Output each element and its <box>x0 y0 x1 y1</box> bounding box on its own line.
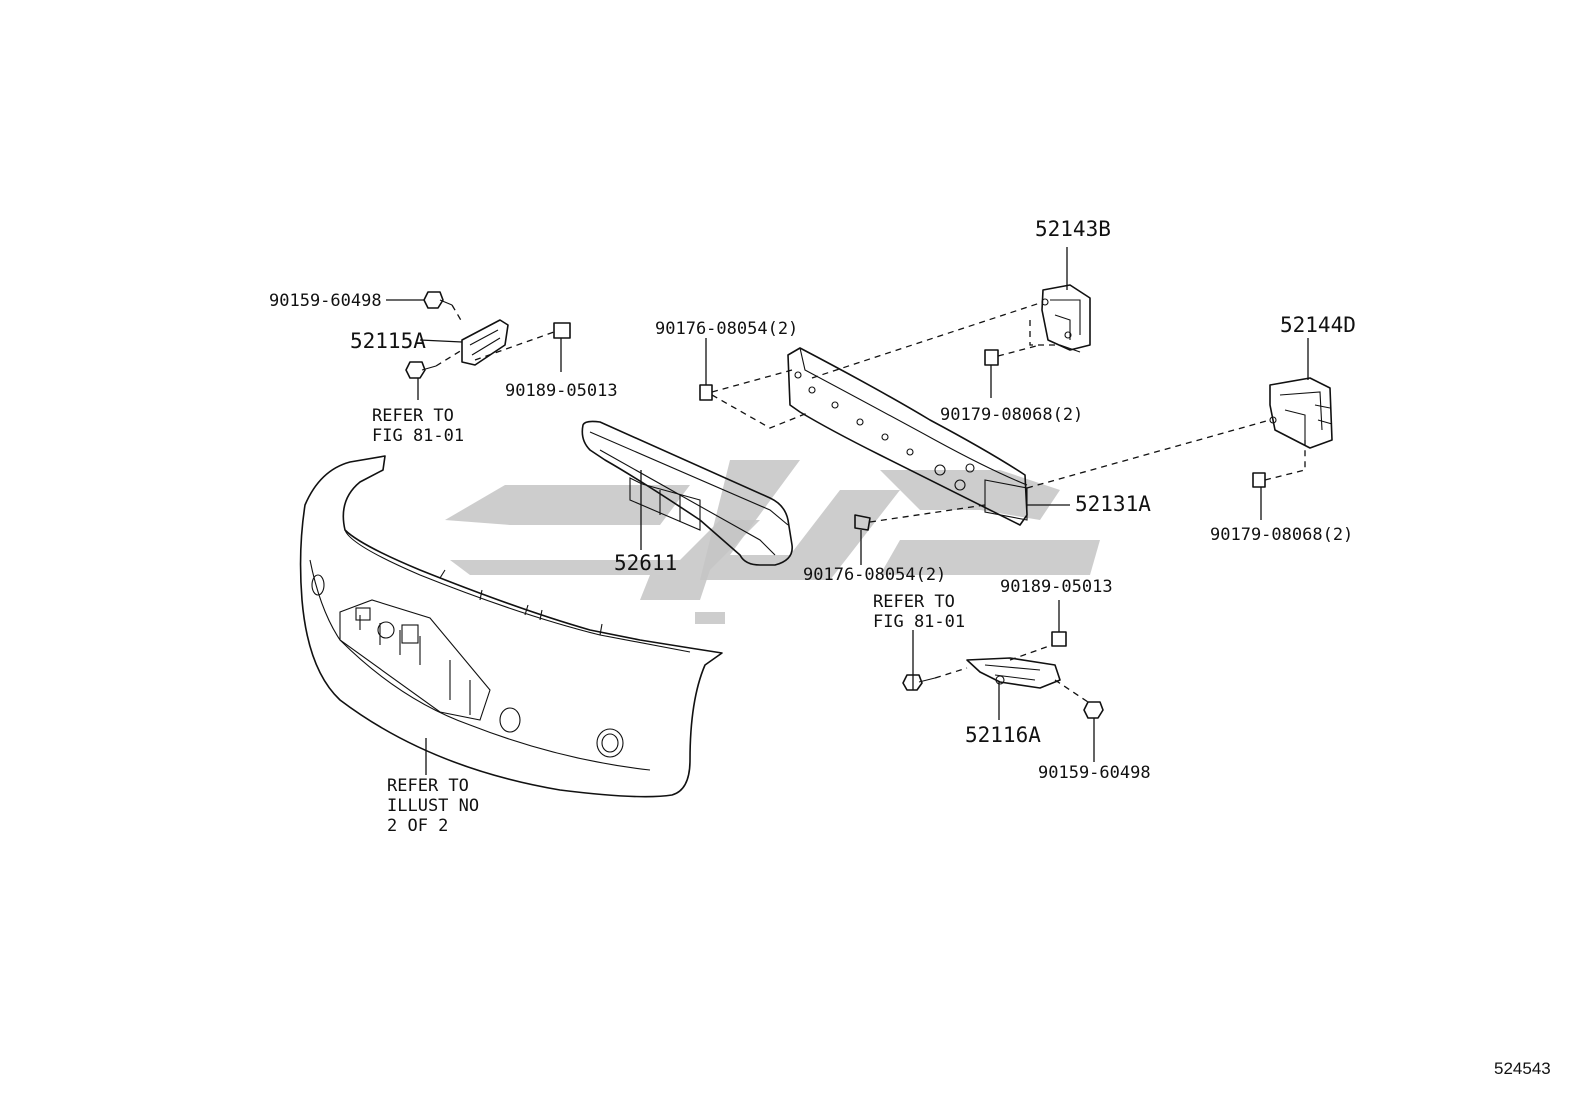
bumper-cover <box>299 455 723 798</box>
watermark-logo <box>445 460 1100 624</box>
label-refer-left-2: FIG 81-01 <box>372 426 464 446</box>
label-nut-left: 90189-05013 <box>505 381 618 401</box>
label-refer-left-1: REFER TO <box>372 406 454 426</box>
label-bracket-right-top: 52143B <box>1035 217 1111 241</box>
label-bolt-left-top: 90159-60498 <box>269 291 382 311</box>
bracket-52143b <box>1041 284 1091 353</box>
label-nut-right: 90189-05013 <box>1000 577 1113 597</box>
diagram-id: 524543 <box>1494 1059 1551 1078</box>
label-bracket-left: 52115A <box>350 329 426 353</box>
label-absorber: 52611 <box>614 551 677 575</box>
label-refer-illust-3: 2 OF 2 <box>387 816 448 836</box>
leader-lines <box>386 247 1309 775</box>
label-reinforcement: 52131A <box>1075 492 1151 516</box>
label-bracket-right-far: 52144D <box>1280 313 1356 337</box>
label-refer-illust-1: REFER TO <box>387 776 469 796</box>
label-clip-right-mid: 90179-08068(2) <box>940 405 1083 425</box>
energy-absorber <box>581 420 793 566</box>
bracket-52144d <box>1269 377 1333 449</box>
assembly-lines <box>435 301 1306 703</box>
label-refer-right-2: FIG 81-01 <box>873 612 965 632</box>
bracket-52116a <box>966 657 1061 689</box>
label-refer-right-1: REFER TO <box>873 592 955 612</box>
label-bracket-right-low: 52116A <box>965 723 1041 747</box>
bumper-reinforcement <box>787 347 1028 526</box>
label-clip-bottom: 90176-08054(2) <box>803 565 946 585</box>
bracket-52115a <box>461 319 509 366</box>
label-clip-right-far: 90179-08068(2) <box>1210 525 1353 545</box>
label-bolt-right-low: 90159-60498 <box>1038 763 1151 783</box>
label-clip-top: 90176-08054(2) <box>655 319 798 339</box>
label-refer-illust-2: ILLUST NO <box>387 796 479 816</box>
